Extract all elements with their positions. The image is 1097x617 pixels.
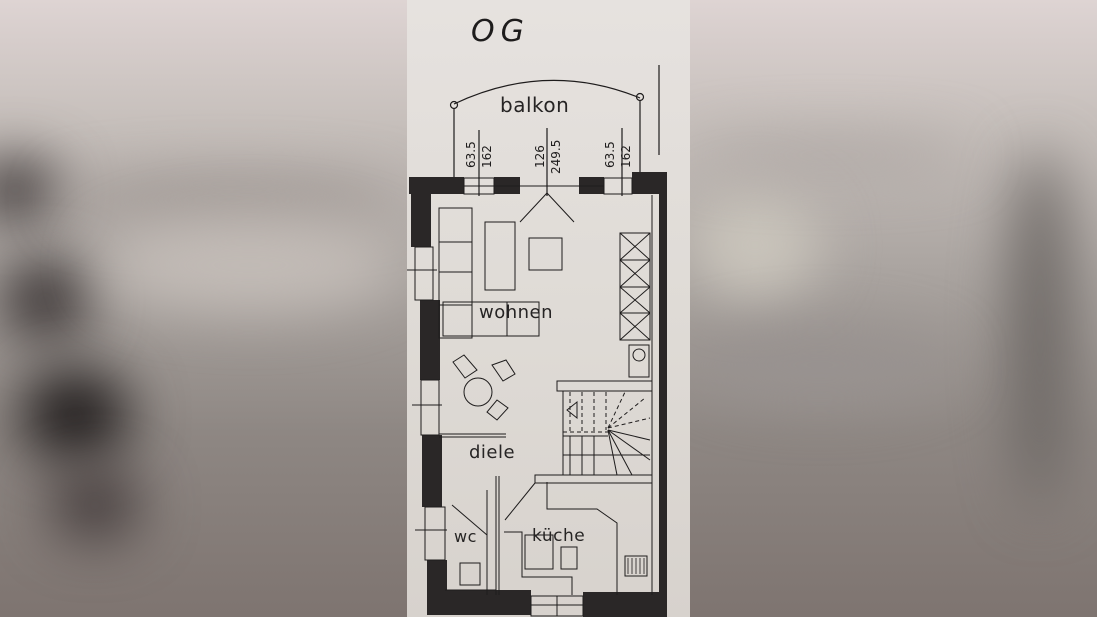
balcony-arc [453,79,641,105]
dimension-left-window-upper: 63.5 [464,141,478,168]
dimension-right-window-lower: 162 [619,145,633,168]
room-label-wohnen: wohnen [479,302,554,323]
room-label-diele: diele [469,442,516,463]
room-label-kueche: küche [532,526,586,546]
room-label-wc: wc [454,527,477,546]
floor-plan-sheet: OG [407,0,690,617]
floor-plan-drawing [407,65,667,617]
dimension-door-upper: 126 [533,145,547,168]
floor-label: OG [471,14,530,49]
dimension-left-window-lower: 162 [480,145,494,168]
blurred-background-right [690,0,1097,617]
blurred-background-left [0,0,407,617]
dimension-right-window-upper: 63.5 [603,141,617,168]
dimension-door-lower: 249.5 [549,139,563,174]
room-label-balkon: balkon [500,93,570,117]
